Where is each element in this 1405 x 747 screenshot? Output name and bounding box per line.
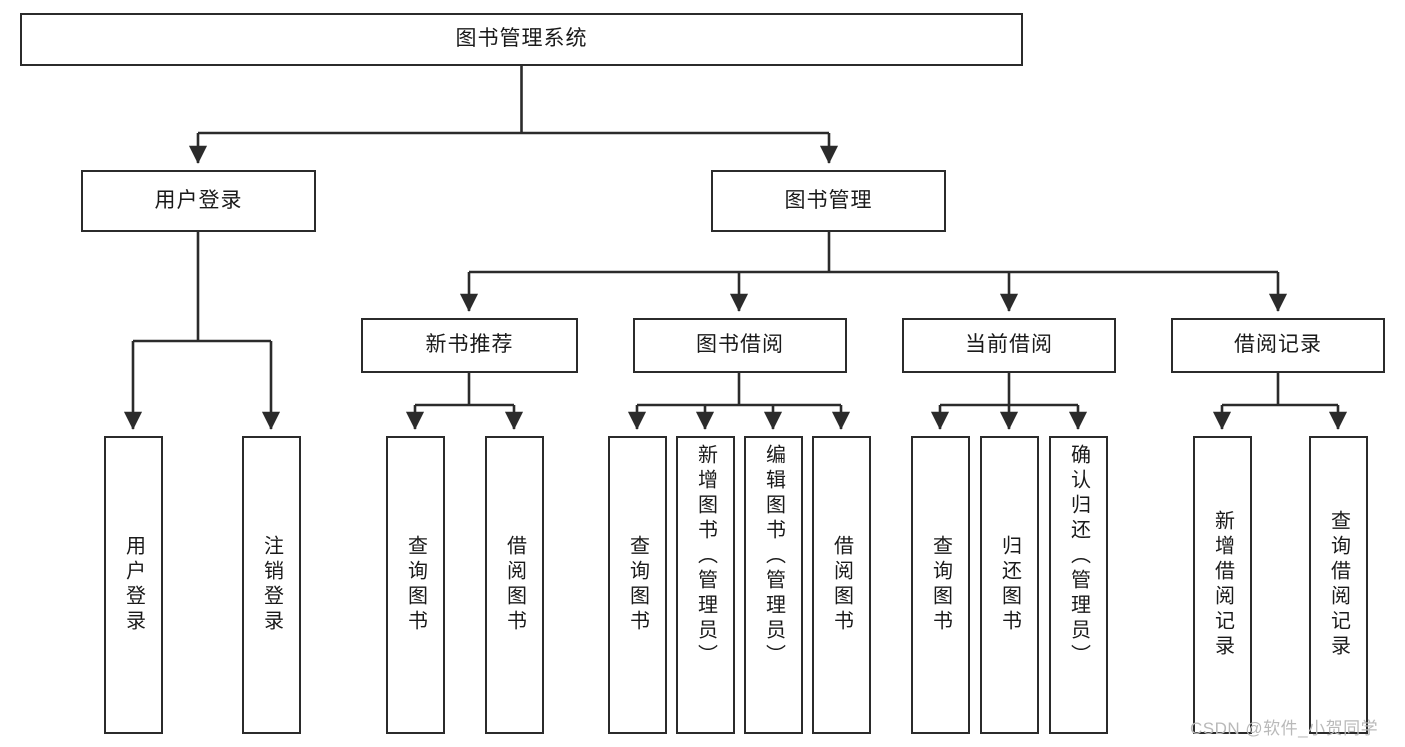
node-root-label: 图书管理系统 [455,27,588,51]
node-book-borrow[interactable]: 图书借阅 [633,318,847,373]
node-leaf-query-record-label: 查询借阅记录 [1327,510,1350,660]
node-current-borrow-label: 当前借阅 [965,333,1053,357]
node-new-book-recommend-label: 新书推荐 [425,333,514,357]
node-leaf-user-logout-label: 注销登录 [260,535,283,635]
node-new-book-recommend[interactable]: 新书推荐 [361,318,578,373]
node-leaf-query-book-3[interactable]: 查询图书 [911,436,970,734]
node-leaf-add-record-label: 新增借阅记录 [1211,510,1234,660]
node-book-manage[interactable]: 图书管理 [711,170,946,232]
node-leaf-borrow-book-2-label: 借阅图书 [830,535,853,635]
node-leaf-return-book-label: 归还图书 [998,535,1021,635]
node-leaf-user-login[interactable]: 用户登录 [104,436,163,734]
node-borrow-record[interactable]: 借阅记录 [1171,318,1385,373]
node-user-login[interactable]: 用户登录 [81,170,316,232]
node-book-manage-label: 图书管理 [784,188,873,212]
node-root[interactable]: 图书管理系统 [20,13,1023,66]
node-leaf-edit-book[interactable]: 编辑图书（管理员） [744,436,803,734]
node-leaf-query-book-1[interactable]: 查询图书 [386,436,445,734]
node-leaf-return-book[interactable]: 归还图书 [980,436,1039,734]
node-leaf-query-book-2-label: 查询图书 [626,535,649,635]
node-leaf-user-logout[interactable]: 注销登录 [242,436,301,734]
node-leaf-borrow-book-1-label: 借阅图书 [503,535,526,635]
node-leaf-add-record[interactable]: 新增借阅记录 [1193,436,1252,734]
node-book-borrow-label: 图书借阅 [696,333,784,357]
node-leaf-user-login-label: 用户登录 [122,535,145,635]
node-leaf-add-book[interactable]: 新增图书（管理员） [676,436,735,734]
node-current-borrow[interactable]: 当前借阅 [902,318,1116,373]
node-leaf-edit-book-label: 编辑图书（管理员） [762,444,785,669]
node-leaf-confirm-return-label: 确认归还（管理员） [1067,444,1090,669]
node-user-login-label: 用户登录 [154,188,243,212]
node-leaf-borrow-book-2[interactable]: 借阅图书 [812,436,871,734]
node-leaf-borrow-book-1[interactable]: 借阅图书 [485,436,544,734]
node-leaf-query-book-3-label: 查询图书 [929,535,952,635]
node-leaf-add-book-label: 新增图书（管理员） [694,444,717,669]
node-leaf-query-book-1-label: 查询图书 [404,535,427,635]
node-borrow-record-label: 借阅记录 [1234,333,1322,357]
node-leaf-confirm-return[interactable]: 确认归还（管理员） [1049,436,1108,734]
node-leaf-query-book-2[interactable]: 查询图书 [608,436,667,734]
node-leaf-query-record[interactable]: 查询借阅记录 [1309,436,1368,734]
